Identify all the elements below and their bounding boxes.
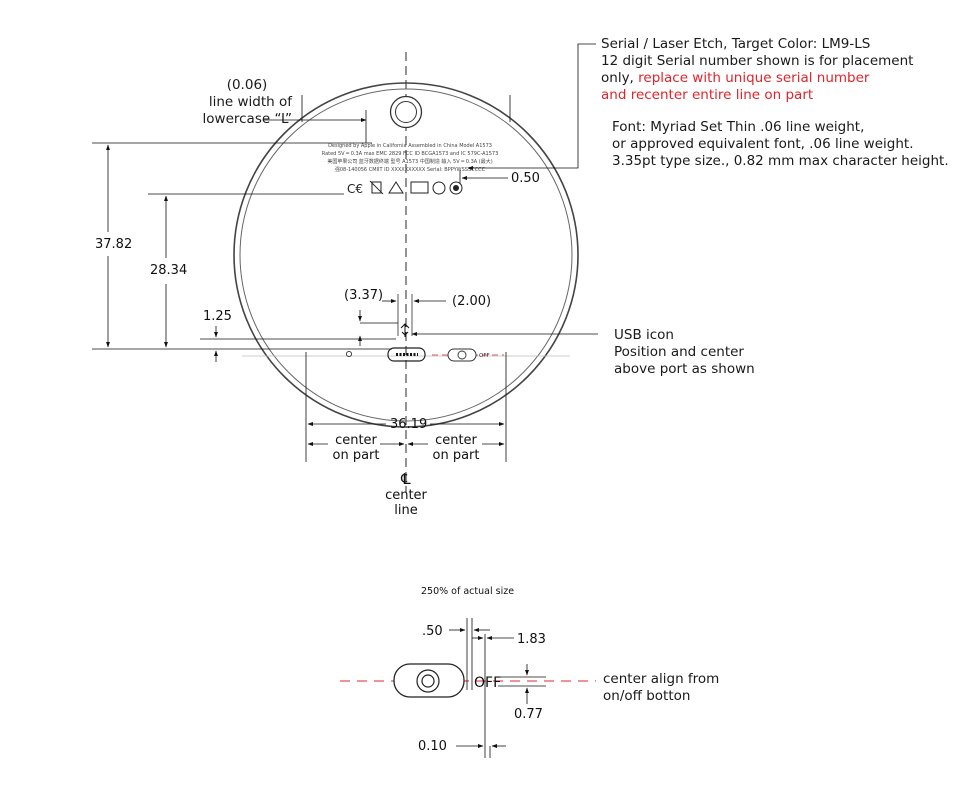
dim-serial-gap: 0.50 bbox=[511, 171, 540, 186]
etched-line-4: 强08-140056 CMIIT ID XXXXXXXXXX Serial: B… bbox=[335, 167, 486, 173]
ic-mark-icon bbox=[410, 181, 429, 194]
detail-dim-d: 0.10 bbox=[418, 739, 447, 754]
detail-align-line-1: center align from bbox=[603, 671, 720, 687]
serial-note-line-3: only, replace with unique serial number bbox=[601, 70, 913, 87]
dim-height-text: 28.34 bbox=[150, 263, 188, 278]
etched-line-2: Rated 5V ═ 0.3A max EMC 2829 FCC ID BCGA… bbox=[322, 151, 499, 157]
centerline-symbol: ℄ bbox=[401, 470, 411, 488]
led-dot bbox=[345, 350, 353, 358]
dim-height-total: 37.82 bbox=[95, 237, 133, 252]
serial-note-recenter: and recenter entire line on part bbox=[601, 87, 814, 103]
centerline-label: ℄ center line bbox=[376, 470, 436, 518]
centerline-label-1: center bbox=[385, 488, 427, 503]
serial-note-line-2: 12 digit Serial number shown is for plac… bbox=[601, 53, 914, 69]
weee-bin-icon bbox=[371, 181, 382, 194]
etched-line-1: Designed by Apple in California Assemble… bbox=[328, 143, 492, 149]
regulatory-marks: C€ bbox=[347, 180, 463, 196]
usb-note-line-3: above port as shown bbox=[614, 361, 755, 377]
center-right-line-2: on part bbox=[432, 448, 480, 463]
line-width-label-1: line width of bbox=[208, 94, 292, 110]
switch-off-label: OFF bbox=[479, 353, 490, 359]
detail-dim-b: 1.83 bbox=[517, 632, 546, 647]
dim-icon-width: (2.00) bbox=[452, 294, 492, 309]
center-left-line-2: on part bbox=[332, 448, 380, 463]
font-note-line-3: 3.35pt type size., 0.82 mm max character… bbox=[612, 153, 949, 169]
telec-mark-icon bbox=[432, 181, 446, 195]
serial-note-replace: replace with unique serial number bbox=[638, 70, 870, 86]
power-switch bbox=[447, 348, 477, 362]
detail-off-label: OFF bbox=[474, 675, 501, 691]
line-width-label-2: lowercase “L” bbox=[202, 111, 292, 127]
font-note-line-2: or approved equivalent font, .06 line we… bbox=[612, 136, 914, 152]
line-width-note: (0.06) line width of lowercase “L” bbox=[172, 77, 292, 128]
center-right-line-1: center bbox=[435, 433, 477, 448]
serial-note-only: only, bbox=[601, 70, 639, 86]
usb-note-line-2: Position and center bbox=[614, 344, 744, 360]
recycle-mark-icon bbox=[449, 181, 463, 195]
device-outer-ring bbox=[233, 82, 579, 428]
etched-line-3: 美国苹果公司 蓝牙数据终端 型号 A1573 中国制造 输入 5V ═ 0.3A… bbox=[327, 158, 492, 165]
dim-icon-height: (3.37) bbox=[344, 288, 384, 303]
detail-dim-a: .50 bbox=[422, 624, 443, 639]
usb-note-line-1: USB icon bbox=[614, 327, 674, 343]
detail-dim-c: 0.77 bbox=[514, 707, 543, 722]
line-width-value: (0.06) bbox=[226, 77, 268, 93]
detail-align-note: center align from on/off botton bbox=[603, 671, 719, 705]
rcm-mark-icon bbox=[388, 181, 404, 194]
center-left-line-1: center bbox=[335, 433, 377, 448]
dim-diameter: 36.19 bbox=[390, 417, 428, 432]
centerline-label-2: line bbox=[394, 503, 418, 518]
serial-note-line-1: Serial / Laser Etch, Target Color: LM9-L… bbox=[601, 36, 871, 52]
usb-icon bbox=[400, 323, 410, 337]
dim-icon-offset: 1.25 bbox=[203, 309, 232, 324]
usb-port bbox=[387, 347, 426, 362]
font-note-line-1: Font: Myriad Set Thin .06 line weight, bbox=[612, 119, 865, 135]
center-on-part-left: center on part bbox=[328, 433, 384, 463]
scale-caption: 250% of actual size bbox=[421, 586, 515, 597]
detail-align-line-2: on/off botton bbox=[603, 688, 691, 704]
font-note: Font: Myriad Set Thin .06 line weight, o… bbox=[612, 119, 949, 170]
serial-note: Serial / Laser Etch, Target Color: LM9-L… bbox=[601, 36, 913, 104]
ce-mark-icon: C€ bbox=[347, 182, 363, 196]
usb-note: USB icon Position and center above port … bbox=[614, 327, 755, 378]
detail-switch bbox=[393, 663, 465, 698]
device-inner-ring bbox=[239, 88, 573, 422]
center-on-part-right: center on part bbox=[428, 433, 484, 463]
